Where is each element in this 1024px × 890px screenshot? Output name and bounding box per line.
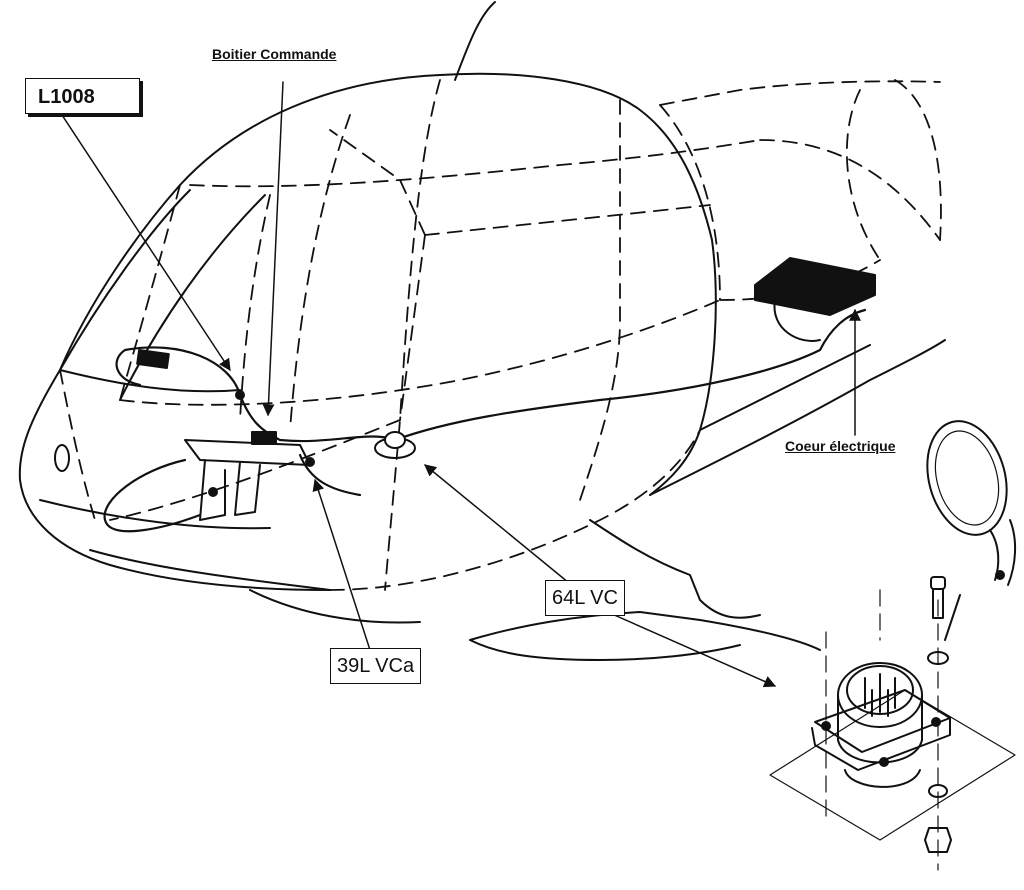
canopy-frame	[59, 189, 266, 401]
label-electrical-core: Coeur électrique	[785, 438, 896, 454]
control-box-unit	[251, 431, 277, 445]
core-cable	[773, 299, 821, 342]
label-connector-39: 39L VCa	[330, 648, 422, 684]
cabin-shell	[18, 72, 717, 591]
control-box-icon	[184, 439, 311, 521]
screw-icon	[930, 576, 946, 619]
mast-line	[454, 1, 496, 81]
label-ref-code: L1008	[25, 78, 140, 114]
tail-boom	[589, 339, 946, 619]
floor-connector-top	[384, 431, 406, 449]
wiring-harness	[103, 308, 867, 533]
harness-clip	[235, 390, 245, 400]
centerlines	[825, 589, 939, 871]
screw-tether	[944, 594, 961, 641]
leader-control-box	[262, 81, 284, 417]
nose-belly	[39, 499, 331, 591]
mirror-icon	[926, 420, 1017, 586]
electrical-core-box	[754, 257, 876, 316]
instrument-block	[136, 348, 170, 370]
harness-clip-2	[305, 457, 315, 467]
leader-lines	[59, 81, 861, 688]
label-control-box: Boitier Commande	[212, 46, 337, 62]
bracket-bolt	[208, 487, 218, 497]
nut-icon	[924, 827, 952, 853]
leader-l1008	[59, 111, 231, 372]
washer-icon	[927, 651, 949, 798]
label-connector-64: 64L VC	[545, 580, 625, 616]
leader-39l	[312, 478, 371, 651]
leader-64l-detail	[602, 609, 777, 688]
structure-dashed	[59, 79, 942, 591]
circular-electrical-connector-icon	[769, 662, 1016, 841]
nose-light-icon	[54, 444, 70, 472]
leader-64l-floor	[424, 464, 581, 593]
